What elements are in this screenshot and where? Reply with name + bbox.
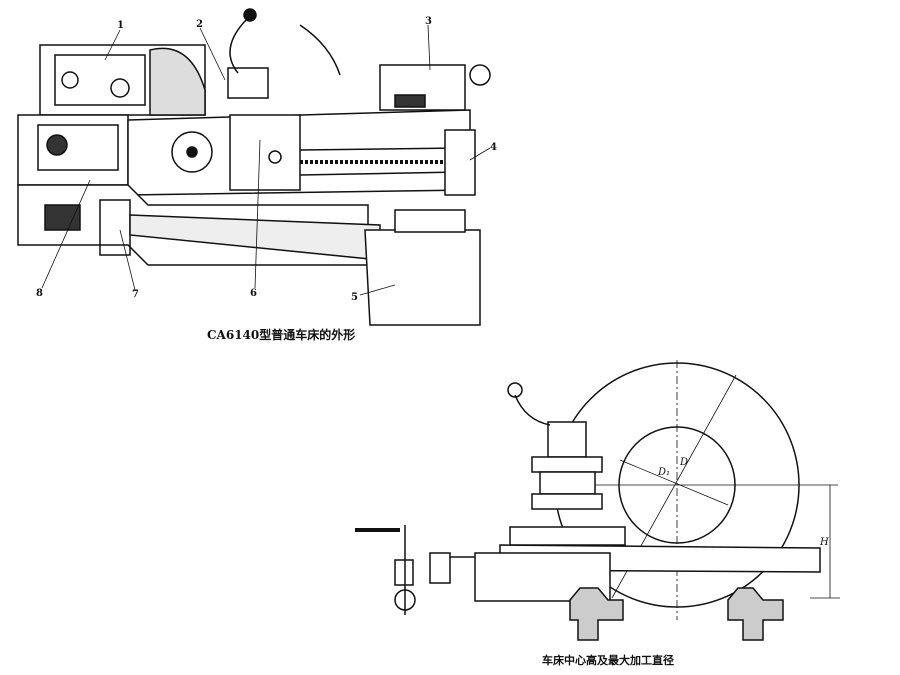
dimension-d: D	[679, 457, 688, 468]
figure2-caption: 车床中心高及最大加工直径	[542, 654, 674, 667]
part-label-7: 7	[132, 289, 139, 300]
part-label-2: 2	[196, 19, 203, 30]
lathe-body	[17, 8, 491, 326]
part-label-3: 3	[425, 16, 432, 27]
dimension-d1: D₁	[657, 467, 670, 478]
part-label-5: 5	[351, 292, 358, 303]
part-label-1: 1	[117, 20, 124, 31]
figure1-caption: CA6140型普通车床的外形	[207, 328, 356, 342]
part-label-6: 6	[250, 288, 257, 299]
part-label-4: 4	[490, 142, 497, 153]
center-height-diagram	[355, 360, 840, 641]
part-label-8: 8	[36, 288, 43, 299]
dimension-h: H	[819, 537, 829, 548]
